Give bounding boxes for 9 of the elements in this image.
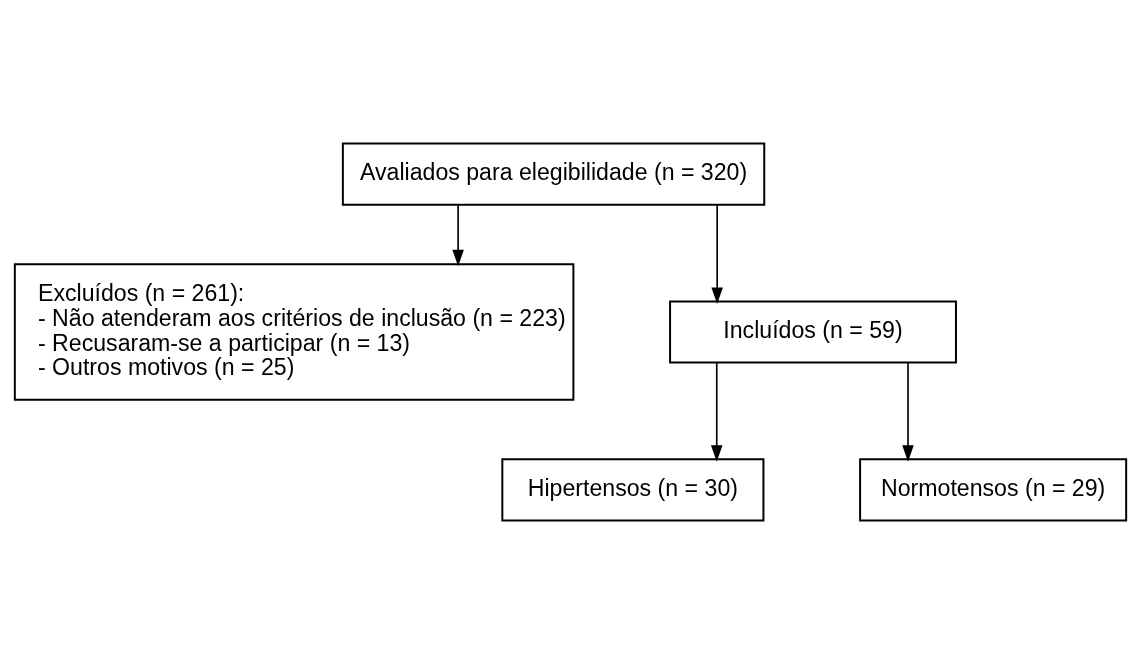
node-box: Incluídos (n = 59) (669, 299, 957, 364)
arrow (902, 361, 914, 462)
arrow (711, 204, 723, 304)
arrow (710, 361, 723, 462)
node-box: Avaliados para elegibilidade (n = 320) (341, 142, 766, 206)
node-box: Excluídos (n = 261): - Não atenderam aos critérios de inclusão (n = 223) - Recusaram-se a participar (n = 13) - Outros motivos (n = 25) (13, 262, 575, 401)
node-box: Normotensos (n = 29) (859, 457, 1128, 521)
node-box: Hipertensos (n = 30) (501, 457, 765, 521)
arrow (452, 204, 464, 266)
